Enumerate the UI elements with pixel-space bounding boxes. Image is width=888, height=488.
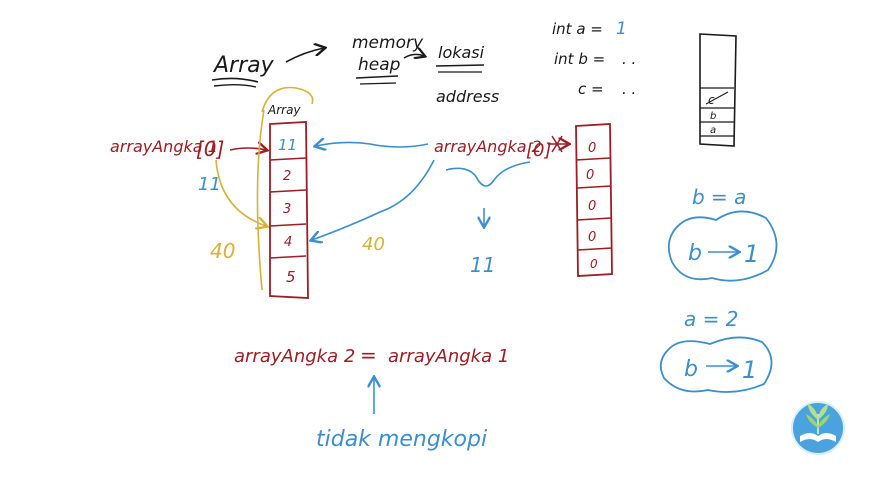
gold-loop-top: [261, 86, 314, 113]
assignment-group: arrayAngka 2 = arrayAngka 1 tidak mengko…: [234, 343, 509, 452]
arrow-array-to-memory: [285, 48, 324, 63]
array2-index: [0]: [526, 140, 552, 161]
array1-cell-4: 5: [286, 268, 296, 286]
var-b-label: int b =: [554, 50, 605, 68]
array1-label: arrayAngka 1: [110, 137, 218, 156]
gold-arrow-to-cell4: [215, 159, 266, 226]
blue-arrow-value: 40: [362, 234, 385, 255]
stack-cell-a: a: [710, 125, 716, 136]
right-panel: b = a b 1 a = 2 b 1: [659, 185, 778, 393]
assignment-left: arrayAngka 2: [234, 346, 355, 367]
array1-box-label: Array: [267, 103, 301, 117]
bubble2-right: 1: [742, 356, 757, 384]
blue-brace: [445, 161, 531, 187]
assignment-right: arrayAngka 1: [388, 346, 509, 367]
arrow-heap-to-lokasi: [403, 54, 424, 58]
var-a-label: int a =: [552, 20, 603, 38]
array-underline-2: [213, 84, 257, 88]
array2-cell-4: 0: [590, 257, 598, 271]
heap-word: heap: [358, 55, 401, 75]
heap-underline-2: [359, 82, 397, 85]
bubble2: [659, 336, 773, 393]
var-c-value: . .: [622, 80, 636, 98]
array1-box: [269, 121, 309, 299]
blue-arrow-to-cell0: [316, 142, 429, 147]
gold-left-curve: [256, 109, 265, 291]
heap-underline: [355, 75, 399, 79]
book-sprout-icon: [791, 401, 845, 455]
address-word: address: [436, 87, 499, 106]
array2-cell-3: 0: [588, 230, 596, 245]
array2-cell-1: 0: [586, 168, 594, 183]
array1-cell-0: 11: [278, 136, 297, 154]
array1-group: arrayAngka 1 [0] 11 Array 11 2 3 4 5: [110, 103, 309, 299]
assignment-note: tidak mengkopi: [316, 427, 487, 452]
stack-box: c b a: [699, 33, 737, 147]
array1-cell-3: 4: [284, 235, 292, 250]
array1-pointer-arrow: [229, 148, 266, 150]
array1-cell-2: 3: [283, 202, 291, 217]
gold-annotations: 40: [210, 86, 314, 291]
array1-below-value: 11: [198, 174, 221, 195]
bubble1: [667, 210, 778, 282]
gold-value: 40: [210, 239, 235, 263]
var-a-value: 1: [616, 19, 627, 39]
array1-cell-1: 2: [283, 169, 291, 184]
memory-word: memory: [352, 33, 424, 53]
array2-result: 11: [470, 253, 495, 277]
variable-notes: int a = 1 int b = . . c = . .: [552, 19, 636, 98]
array-underline: [211, 77, 259, 83]
array2-box: [575, 123, 613, 277]
array2-cross-mark: [551, 135, 563, 153]
array-word: Array: [212, 53, 275, 78]
right-eq2: a = 2: [684, 307, 738, 331]
assignment-equals: =: [360, 343, 377, 367]
var-b-value: . .: [622, 50, 636, 68]
array2-cell-0: 0: [588, 141, 596, 156]
lokasi-word: lokasi: [438, 43, 485, 62]
blue-annotations: 40 11: [312, 142, 531, 277]
array1-index: [0]: [196, 137, 224, 161]
lokasi-underline: [435, 64, 485, 67]
top-heading: Array memory heap lokasi address: [211, 33, 499, 106]
bubble1-left: b: [688, 241, 702, 266]
stack-cell-c: c: [708, 93, 715, 107]
array2-group: arrayAngka 2 [0] 0 0 0 0 0: [434, 123, 613, 277]
blue-arrow-to-cell3: [312, 159, 435, 240]
right-eq1: b = a: [692, 185, 746, 209]
array2-cell-2: 0: [588, 199, 596, 214]
bubble2-left: b: [684, 357, 698, 382]
bubble1-right: 1: [744, 240, 759, 268]
stack-cell-b: b: [710, 111, 716, 122]
array2-label: arrayAngka 2: [434, 137, 542, 156]
var-c-label: c =: [578, 80, 604, 98]
